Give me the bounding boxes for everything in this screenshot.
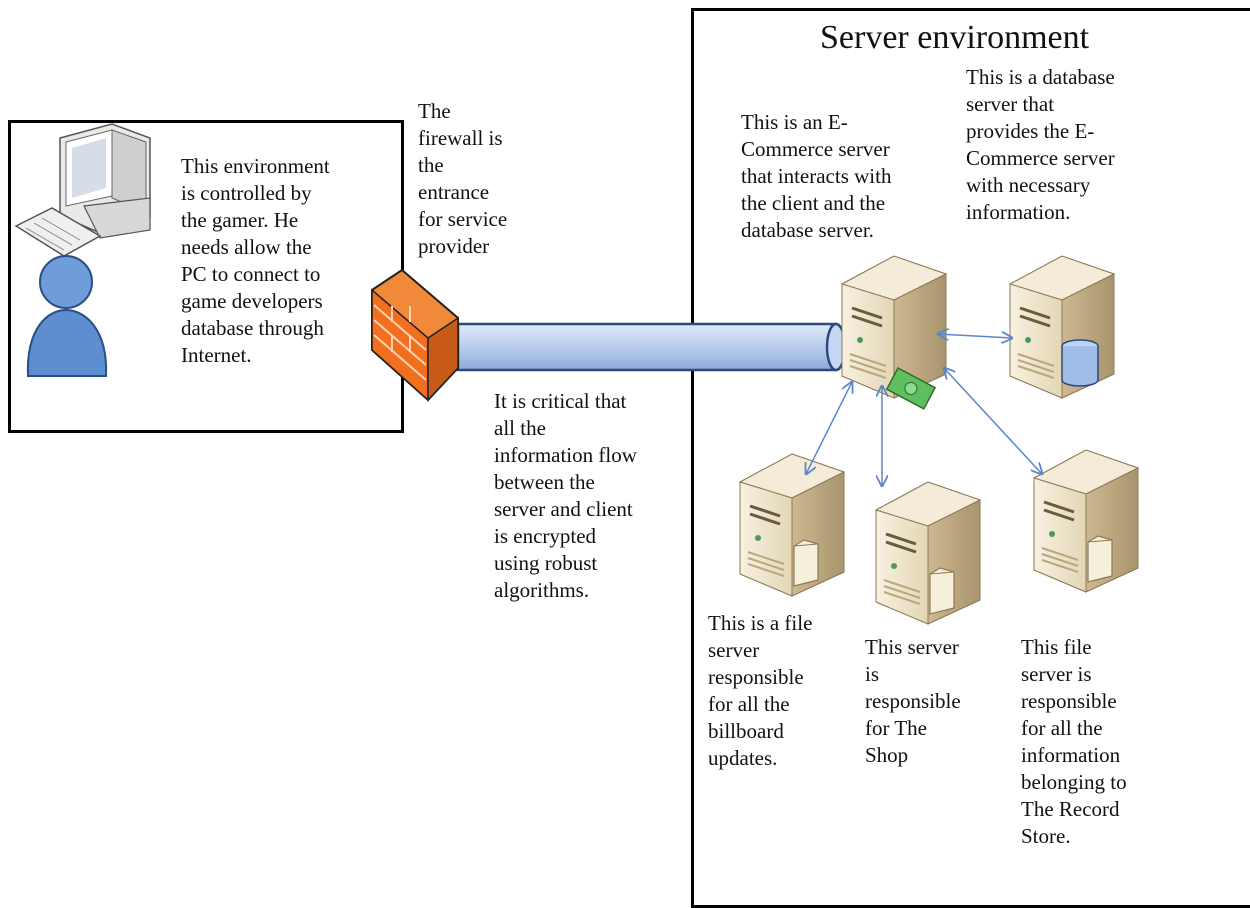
database-server-description: This is a database server that provides …: [966, 65, 1115, 224]
diagram-graphics: [14, 123, 1140, 626]
computer-icon: [14, 123, 151, 257]
ecommerce-server-icon: [840, 254, 948, 410]
encrypted-connection-tube: [456, 322, 847, 372]
arrow-ecommerce-database: [938, 334, 1012, 338]
user-icon: [26, 255, 108, 377]
client-description: This environment is controlled by the ga…: [181, 154, 330, 367]
shop-server-description: This server is responsible for The Shop: [865, 635, 961, 767]
arrow-ecommerce-billboard: [806, 382, 852, 474]
database-server-icon: [1008, 254, 1116, 400]
record-store-server-description: This file server is responsible for all …: [1021, 635, 1127, 848]
arrow-ecommerce-record: [944, 368, 1042, 474]
billboard-file-server-icon: [738, 452, 846, 598]
shop-server-icon: [874, 480, 982, 626]
record-store-file-server-icon: [1032, 448, 1140, 594]
server-environment-title: Server environment: [820, 19, 1090, 56]
ecommerce-server-description: This is an E- Commerce server that inter…: [741, 110, 892, 242]
connection-description: It is critical that all the information …: [494, 389, 637, 602]
firewall-description: The firewall is the entrance for service…: [418, 99, 508, 258]
server-connectors: [806, 334, 1042, 486]
firewall-icon: [371, 268, 459, 402]
billboard-server-description: This is a file server responsible for al…: [708, 611, 813, 770]
